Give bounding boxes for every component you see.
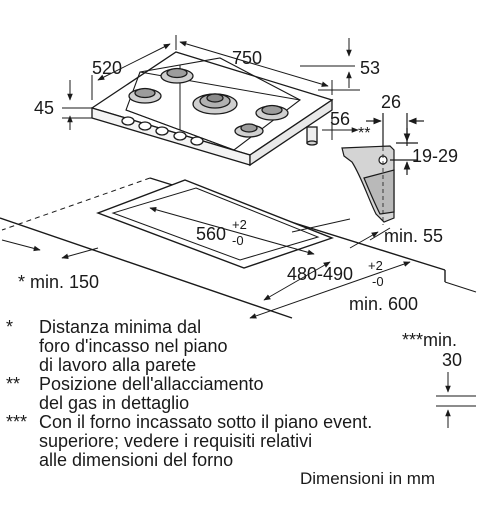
dim-min-rear: min. 55 bbox=[384, 226, 443, 246]
cooktop-drawing bbox=[90, 51, 334, 167]
dim-cutout-width: 560 bbox=[196, 224, 226, 244]
dim-cutout-depth-tol-down: -0 bbox=[372, 274, 384, 289]
dim-cutout-width-tol-up: +2 bbox=[232, 217, 247, 232]
dim-width-hob: 520 bbox=[92, 58, 122, 78]
worktop-dimension-lines bbox=[1, 207, 411, 319]
footnote-line: foro d'incasso nel piano bbox=[39, 336, 228, 356]
footnote-mark: * bbox=[6, 317, 14, 337]
dim-min-depth: min. 600 bbox=[349, 294, 418, 314]
dim-right-side: 56 bbox=[330, 109, 350, 129]
dim-detail-width: 26 bbox=[381, 92, 401, 112]
units-label: Dimensioni in mm bbox=[300, 469, 436, 488]
footnote-line: di lavoro alla parete bbox=[39, 355, 197, 375]
dim-right-top: 53 bbox=[360, 58, 380, 78]
footnote-text: Con il forno incassato sotto il piano ev… bbox=[39, 413, 466, 470]
dim-detail-height: 19-29 bbox=[412, 146, 458, 166]
dim-depth-hob: 750 bbox=[232, 48, 262, 68]
dim-detail-mark: ** bbox=[358, 125, 370, 142]
gas-connection-detail bbox=[341, 113, 424, 225]
burner-front-right bbox=[234, 123, 264, 138]
footnote-line: Posizione dell'allacciamento bbox=[39, 374, 264, 394]
control-knobs bbox=[121, 116, 204, 146]
dim-height-hob: 45 bbox=[34, 98, 54, 118]
footnote-line: superiore; vedere i requisiti relativi bbox=[39, 431, 313, 451]
hob-dimension-lines bbox=[62, 35, 360, 140]
dim-min-front: * min. 150 bbox=[18, 272, 99, 292]
footnote-text: Distanza minima dal foro d'incasso nel p… bbox=[39, 318, 466, 375]
burner-center-wok bbox=[192, 93, 238, 115]
burner-rear-left bbox=[160, 67, 194, 84]
footnote-mark: ** bbox=[6, 374, 21, 394]
dim-cutout-depth-tol-up: +2 bbox=[368, 258, 383, 273]
burner-front-left bbox=[128, 87, 162, 104]
footnote-line: Distanza minima dal bbox=[39, 317, 202, 337]
cooktop-right-edge bbox=[249, 98, 333, 167]
burner-rear-right bbox=[255, 104, 289, 121]
footnote-line: alle dimensioni del forno bbox=[39, 450, 234, 470]
footnote-line: del gas in dettaglio bbox=[39, 393, 190, 413]
footnote-text: Posizione dell'allacciamento del gas in … bbox=[39, 375, 466, 413]
footnote-2: ** Posizione dell'allacciamento del gas … bbox=[6, 375, 466, 413]
technical-diagram: 520 750 53 45 56 26 ** 19-29 bbox=[0, 35, 477, 319]
footnote-line: Con il forno incassato sotto il piano ev… bbox=[39, 412, 373, 432]
gas-connection-pipe bbox=[306, 126, 318, 146]
dim-cutout-width-tol-down: -0 bbox=[232, 233, 244, 248]
dim-cutout-depth: 480-490 bbox=[287, 264, 353, 284]
footnote-1: * Distanza minima dal foro d'incasso nel… bbox=[6, 318, 466, 375]
footnote-mark: *** bbox=[6, 412, 28, 432]
footnote-3: *** Con il forno incassato sotto il pian… bbox=[6, 413, 466, 470]
worktop-front-edge bbox=[0, 217, 293, 319]
footnotes: * Distanza minima dal foro d'incasso nel… bbox=[6, 318, 466, 470]
